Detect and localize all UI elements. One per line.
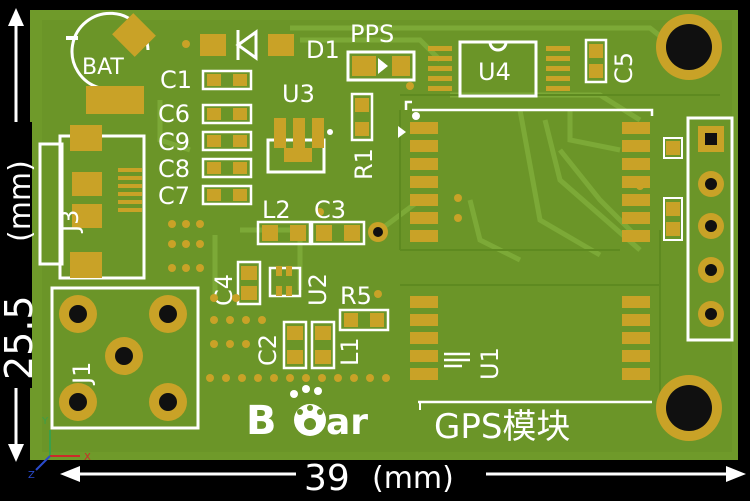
connector-j1: J1 [50, 286, 200, 430]
mounting-hole-bottom-right [656, 375, 722, 441]
connector-j3: J3 [38, 125, 146, 280]
right-small-components [663, 137, 683, 241]
dimension-horizontal-label-bg [296, 460, 486, 490]
bear-logo: B ar [246, 385, 368, 444]
dimension-vertical-label-bg [2, 122, 32, 388]
capacitor-column: C1 C6 C9 C8 C7 [158, 66, 253, 210]
u1-marker [444, 352, 470, 368]
led-pps: PPS [346, 20, 416, 82]
gps-module-outline [398, 100, 654, 404]
capacitor-c5: C5 [584, 38, 638, 84]
pin-header-right [686, 116, 734, 342]
label-r1: R1 [350, 148, 378, 180]
gps-module-pads-left [410, 122, 438, 380]
resistor-r1: R1 [350, 92, 378, 180]
svg-text:B: B [246, 398, 277, 444]
capacitor-c3: C3 [310, 196, 366, 246]
axis-z-label: Z [28, 470, 35, 481]
ground-pour-lines [399, 94, 720, 410]
dimension-height-value: 25.5 [0, 295, 41, 380]
dimension-width-value: 39 [304, 458, 350, 499]
label-c8: C8 [158, 155, 190, 183]
label-c9: C9 [158, 128, 190, 156]
label-l2: L2 [262, 196, 291, 224]
label-bat: BAT [82, 55, 124, 80]
board-title: GPS模块 [434, 407, 570, 447]
axis-triad: Y X Z [28, 416, 91, 481]
label-c7: C7 [158, 182, 190, 210]
via-large-middle [368, 222, 388, 242]
inductor-l1: L1 [310, 320, 364, 370]
label-c2: C2 [254, 334, 282, 366]
label-c6: C6 [158, 100, 190, 128]
label-u4: U4 [478, 58, 511, 86]
label-d1: D1 [306, 36, 340, 64]
mounting-hole-top-right [656, 14, 722, 80]
chip-u2: U2 [268, 266, 332, 306]
label-c5: C5 [610, 52, 638, 84]
axis-x-label: X [84, 452, 91, 463]
svg-text:ar: ar [326, 402, 368, 443]
via-rows-bottom [206, 290, 390, 382]
dimension-height-unit: (mm) [3, 160, 38, 242]
dimension-width-unit: (mm) [372, 461, 454, 496]
label-l1: L1 [336, 337, 364, 366]
label-u3: U3 [282, 80, 315, 108]
battery-holder: BAT [66, 11, 156, 114]
label-r5: R5 [340, 282, 372, 310]
label-pps: PPS [350, 20, 394, 48]
label-c1: C1 [160, 66, 192, 94]
chip-u4: U4 [428, 40, 570, 98]
gps-module-pads-right [622, 122, 650, 380]
resistor-r5: R5 [338, 282, 390, 332]
label-u1: U1 [476, 347, 504, 380]
label-u2: U2 [304, 273, 332, 306]
label-c3: C3 [314, 196, 346, 224]
diode-d1: D1 [200, 29, 340, 64]
label-j1: J1 [68, 362, 96, 386]
chip-u3: U3 [266, 80, 333, 174]
label-j3: J3 [56, 210, 84, 234]
capacitor-c2: C2 [254, 320, 308, 370]
inductor-l2: L2 [256, 196, 312, 246]
axis-y-label: Y [41, 416, 49, 427]
